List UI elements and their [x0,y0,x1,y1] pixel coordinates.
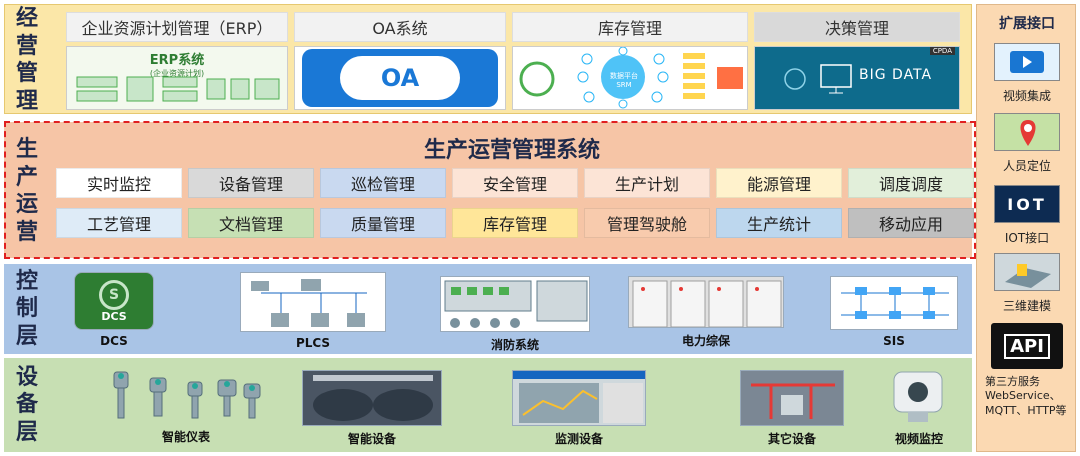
erp-image-subtitle: (企业资源计划) [149,69,205,78]
bigdata-image: CPDA BIG DATA [754,46,960,110]
power-cabinet-icon [632,280,782,327]
dcs-logo-icon: S DCS [74,272,154,330]
sis-network-image [830,276,958,330]
layer-char: 层 [15,419,38,445]
pipeline-icon [741,371,843,425]
oa-cloud-icon: OA [340,56,460,100]
plcs-diagram-image [240,272,386,332]
layer-char: 营 [15,33,38,59]
smart-meter-icon [113,371,261,419]
monitoring-screen-icon [513,371,645,423]
dcs-logo-text: DCS [101,309,127,323]
location-pin-icon [994,113,1060,151]
erp-boxes-icon [76,76,280,102]
iot-icon: IOT [994,185,1060,223]
production-module: 能源管理 [716,168,842,198]
production-system-title: 生产运营管理系统 [423,138,600,163]
api-icon: API [991,323,1063,369]
control-label-plcs: PLCS [295,336,331,350]
device-label-meter: 智能仪表 [161,430,210,444]
3d-model-icon [994,253,1060,291]
smart-equipment-image [302,370,442,426]
device-label-equipment: 智能设备 [347,432,396,446]
erp-image-title: ERP系统 [149,53,205,68]
production-module: 管理驾驶舱 [584,208,710,238]
layer-char: 层 [15,323,38,349]
control-label-power: 电力综保 [681,334,730,348]
bigdata-monitor-icon [784,64,852,94]
device-label-monitoring: 监测设备 [554,432,603,446]
api-icon-text: API [1004,333,1050,359]
plcs-network-icon [251,279,367,327]
production-module: 移动应用 [848,208,974,238]
monitoring-screen-image [512,370,646,426]
control-label-dcs: DCS [100,334,128,348]
oa-logo-image: OA [294,46,506,110]
layer-char: 设 [15,364,38,390]
layer-char: 理 [15,88,38,114]
power-cabinet-image [628,276,784,328]
production-module: 巡检管理 [320,168,446,198]
extension-label-iot: IOT接口 [1004,231,1050,245]
layer-char: 产 [15,164,38,190]
production-module: 质量管理 [320,208,446,238]
boiler-icon [303,371,441,425]
layer-char: 运 [15,192,38,217]
production-module: 设备管理 [188,168,314,198]
device-label-other: 其它设备 [767,432,816,446]
extension-panel: 扩展接口 视频集成 人员定位 IOT IOT接口 三维建模 API 第三方服务W… [976,4,1076,452]
layer-char: 控 [15,268,38,294]
layer-label-control: 控 制 层 [4,266,50,352]
camera-icon [893,371,943,422]
cpda-badge: CPDA [929,47,955,55]
layer-label-device: 设 备 层 [4,360,50,450]
layer-label-production: 生 产 运 营 [4,128,50,254]
erp-header: 企业资源计划管理（ERP） [66,12,288,42]
extension-title: 扩展接口 [999,16,1055,32]
other-equipment-image [740,370,844,426]
production-module: 调度调度 [848,168,974,198]
production-module: 安全管理 [452,168,578,198]
production-module: 生产计划 [584,168,710,198]
erp-diagram-image: ERP系统 (企业资源计划) [66,46,288,110]
fire-panel-icon [444,280,588,328]
extension-label-3d: 三维建模 [1002,299,1051,313]
fire-system-image [440,276,590,332]
inventory-header: 库存管理 [512,12,748,42]
layer-char: 制 [15,296,38,322]
production-module: 工艺管理 [56,208,182,238]
device-label-camera: 视频监控 [894,432,943,446]
srm-diagram-icon [519,47,743,109]
production-dashed-border [4,121,976,259]
production-module: 文档管理 [188,208,314,238]
inventory-diagram-image: 数据平台 SRM [512,46,748,110]
extension-label-video: 视频集成 [1002,89,1051,103]
third-party-services: 第三方服务WebService、MQTT、HTTP等 [985,375,1067,417]
oa-header: OA系统 [294,12,506,42]
layer-char: 管 [15,61,38,86]
layer-char: 经 [15,6,38,31]
layer-char: 生 [15,137,38,162]
production-module: 实时监控 [56,168,182,198]
extension-label-location: 人员定位 [1002,159,1051,173]
layer-char: 营 [15,219,38,245]
bigdata-text: BIG DATA [859,67,933,83]
srm-center-label: 数据平台 SRM [610,72,638,89]
sis-network-icon [841,287,949,319]
control-label-sis: SIS [883,334,905,348]
camera-image [888,366,950,426]
layer-char: 备 [15,392,38,418]
layer-label-management: 经 营 管 理 [4,6,50,114]
production-module: 生产统计 [716,208,842,238]
control-label-fire: 消防系统 [490,338,539,352]
decision-header: 决策管理 [754,12,960,42]
production-module: 库存管理 [452,208,578,238]
video-integration-icon [994,43,1060,81]
smart-meter-image [104,362,268,424]
